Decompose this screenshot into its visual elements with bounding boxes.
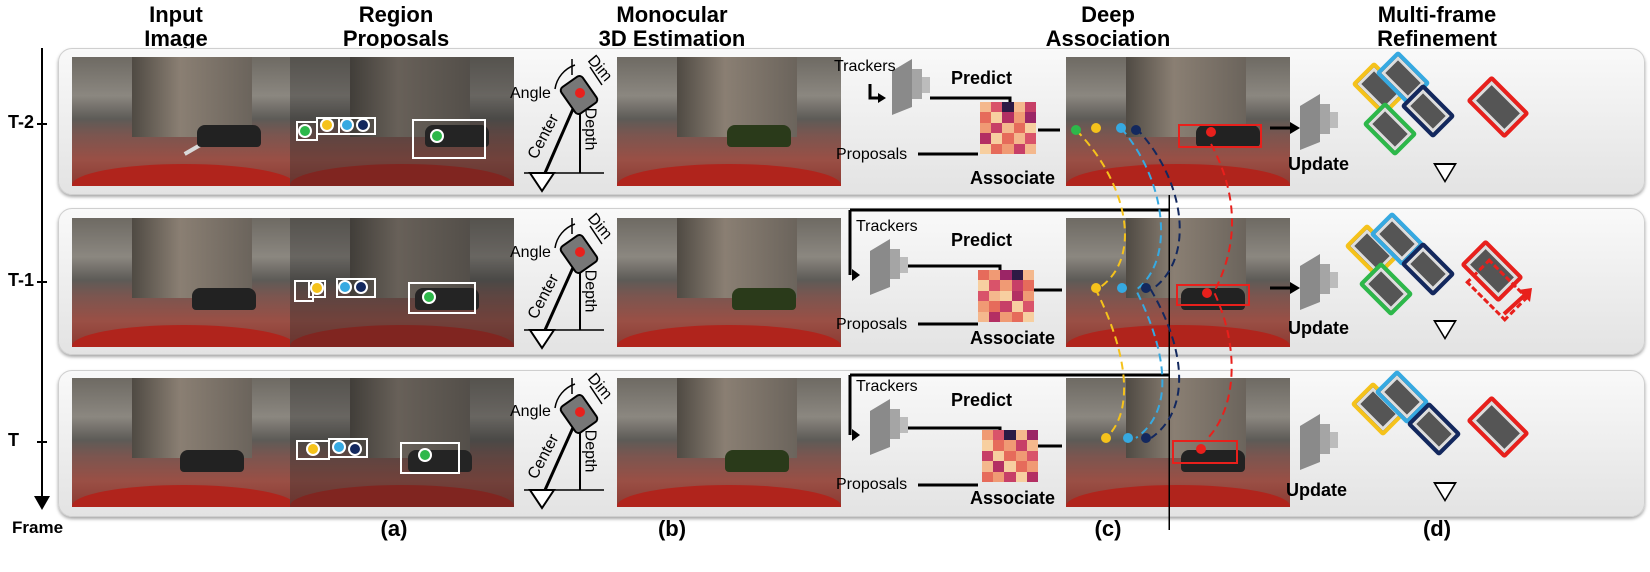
row-label-t-1: T-1: [8, 270, 35, 290]
input-image-t-2: [72, 57, 296, 186]
header-monocular-3d: Monocular 3D Estimation: [598, 2, 746, 51]
sub-label-c: (c): [1094, 516, 1122, 541]
update-label-t: Update: [1286, 480, 1348, 500]
frame-axis-label: Frame: [12, 518, 64, 537]
affinity-heatmap-t-2: [980, 102, 1036, 154]
predict-label-t-1: Predict: [951, 230, 1013, 250]
network-icon-t-1: [870, 239, 908, 295]
ego-triangle-t: [1433, 482, 1457, 502]
association-connectors: [848, 84, 1170, 530]
angle-label-t: Angle: [510, 403, 551, 420]
estimation-diagram-t: [524, 378, 604, 510]
associate-label-t-2: Associate: [970, 168, 1056, 188]
row-tick-t-2: [37, 123, 47, 125]
track-curves: [1071, 123, 1233, 443]
trackers-label-t-2: Trackers: [834, 58, 896, 75]
ego-triangle-t-2: [1433, 163, 1457, 183]
update-arrows: [1270, 122, 1300, 294]
network-icon-t-2: [892, 59, 930, 115]
input-image-t: [72, 378, 296, 507]
input-image-t-1: [72, 218, 296, 347]
estimation-diagram-t-1: [524, 218, 604, 350]
angle-label-t-2: Angle: [510, 85, 551, 102]
depth-label-t-1: Depth: [581, 269, 599, 313]
association-image-t-1: [1066, 218, 1290, 347]
header-deep-association: Deep Association: [1045, 2, 1171, 51]
update-network-t: [1300, 414, 1338, 470]
ego-triangle-t-1: [1433, 320, 1457, 340]
trackers-label-t-1: Trackers: [856, 218, 918, 235]
angle-label-t-1: Angle: [510, 244, 551, 261]
depth-label-t-2: Depth: [581, 107, 599, 151]
header-region-proposals: Region Proposals: [342, 2, 450, 51]
update-label-t-2: Update: [1288, 154, 1350, 174]
affinity-heatmap-t: [982, 430, 1038, 482]
row-label-t-2: T-2: [8, 112, 35, 132]
mono3d-image-t-2: [617, 57, 841, 186]
predict-label-t-2: Predict: [951, 68, 1013, 88]
proposals-label-t: Proposals: [836, 476, 908, 493]
sub-label-d: (d): [1422, 516, 1452, 541]
update-network-t-2: [1300, 94, 1338, 150]
region-proposals-t-2: [290, 57, 514, 186]
frame-axis-arrow: [34, 496, 50, 510]
associate-label-t: Associate: [970, 488, 1056, 508]
update-label-t-1: Update: [1288, 318, 1350, 338]
region-proposals-t-1: [290, 218, 514, 347]
proposals-label-t-1: Proposals: [836, 316, 908, 333]
trackers-label-t: Trackers: [856, 378, 918, 395]
mono3d-image-t-1: [617, 218, 841, 347]
region-proposals-t: [290, 378, 514, 507]
sub-label-a: (a): [380, 516, 408, 541]
row-tick-t: [37, 441, 47, 443]
row-label-t: T: [8, 430, 19, 450]
network-icon-t: [870, 399, 908, 455]
mono3d-image-t: [617, 378, 841, 507]
header-multi-frame: Multi-frame Refinement: [1377, 2, 1497, 51]
row-tick-t-1: [37, 281, 47, 283]
motion-arrow-icon: [1502, 288, 1532, 316]
association-image-t: [1066, 378, 1290, 507]
predict-label-t: Predict: [951, 390, 1013, 410]
affinity-heatmap-t-1: [978, 270, 1034, 322]
header-input-image: Input Image: [144, 2, 208, 51]
depth-label-t: Depth: [581, 429, 599, 473]
proposals-label-t-2: Proposals: [836, 146, 908, 163]
update-network-t-1: [1300, 254, 1338, 310]
estimation-diagram-t-2: [524, 59, 604, 193]
frame-axis: [41, 48, 43, 498]
associate-label-t-1: Associate: [970, 328, 1056, 348]
sub-label-b: (b): [657, 516, 687, 541]
